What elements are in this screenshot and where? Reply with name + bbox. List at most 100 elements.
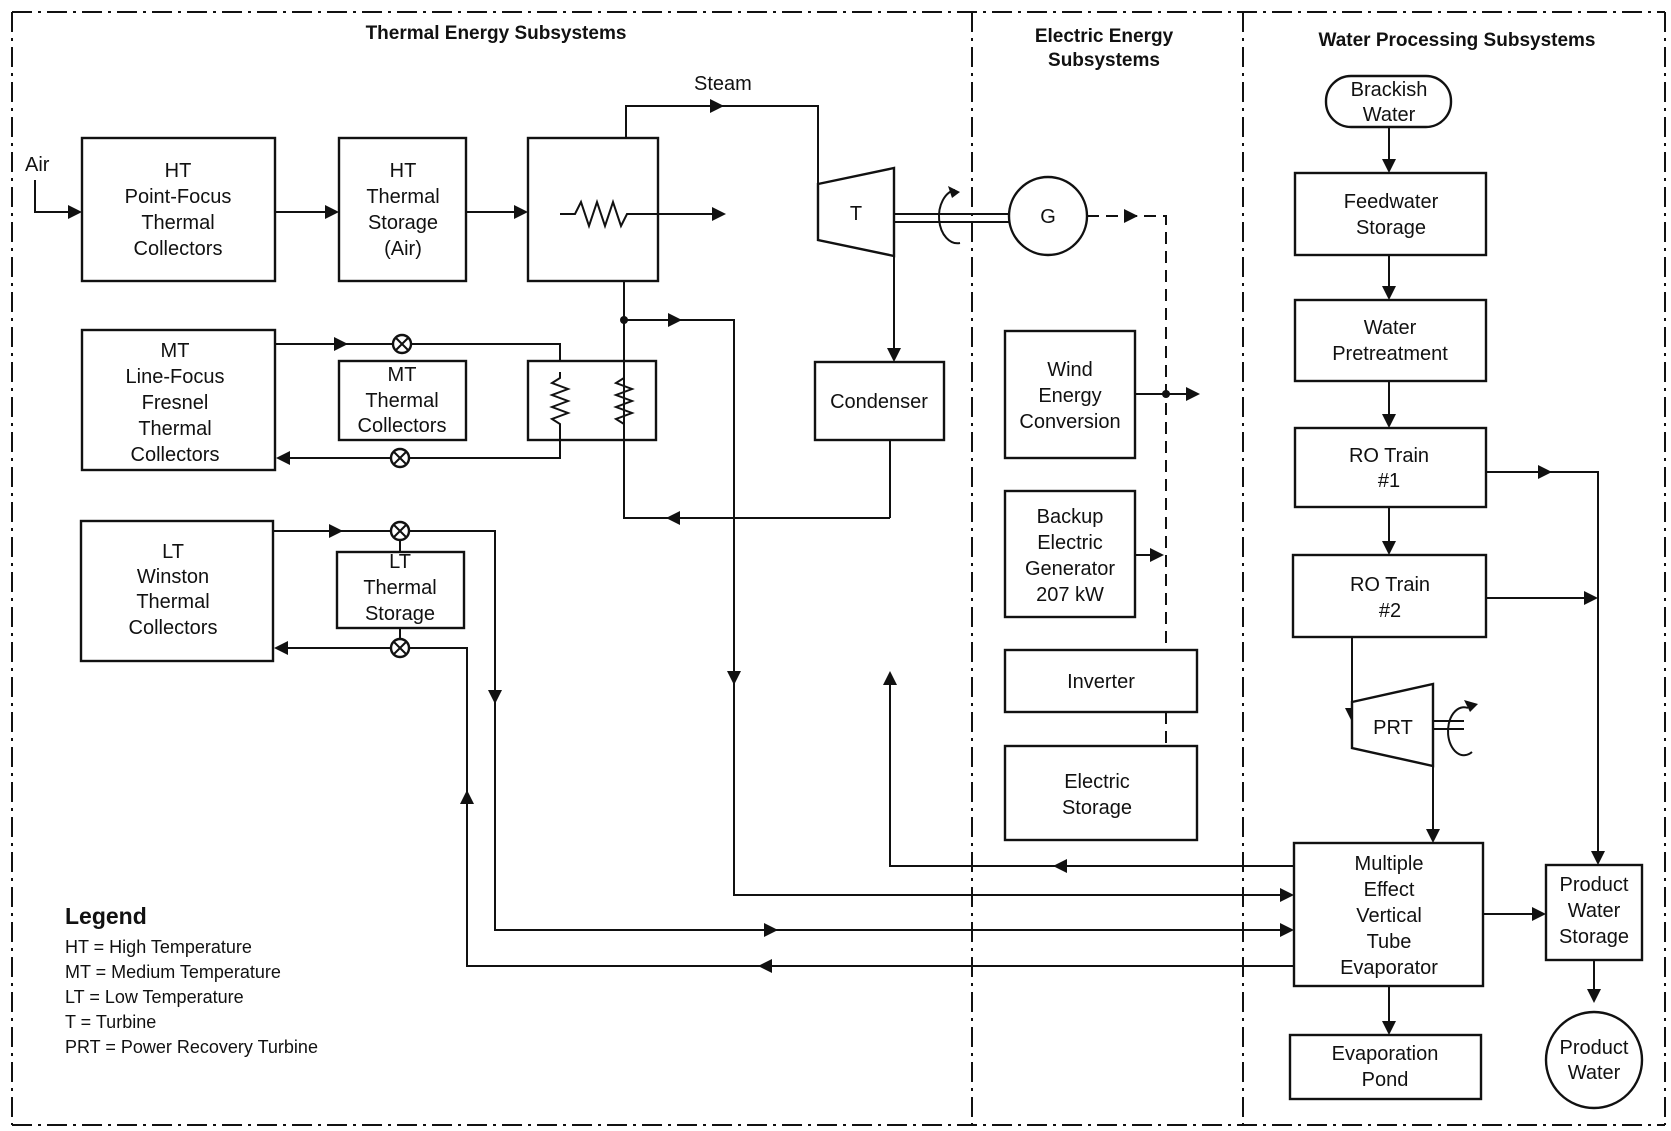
frame <box>11 11 1666 1126</box>
wind-line: Energy <box>1038 385 1101 407</box>
valve-icon <box>389 447 411 469</box>
backup-line: Electric <box>1037 532 1103 554</box>
ht-collectors-line: HT <box>165 160 192 182</box>
legend-item: MT = Medium Temperature <box>65 962 281 982</box>
section-title-electric-line2: Subsystems <box>1048 50 1160 71</box>
ht-collectors-box: HT Point-Focus Thermal Collectors <box>80 136 277 283</box>
evaporator-line: Vertical <box>1356 905 1422 927</box>
mt-fresnel-line: Fresnel <box>142 392 209 414</box>
boiler-heat-exchanger <box>526 136 726 283</box>
evaporator-line: Multiple <box>1355 853 1424 875</box>
lt-storage-line: Storage <box>365 603 435 625</box>
water-pretreatment-box: Water Pretreatment <box>1293 298 1488 383</box>
lt-winston-line: Winston <box>137 566 209 588</box>
feedwater-line: Feedwater <box>1344 191 1439 213</box>
mt-fresnel-line: Line-Focus <box>126 366 225 388</box>
wind-energy-conversion-box: Wind Energy Conversion <box>1003 329 1137 460</box>
ro2-line: RO Train <box>1350 574 1430 596</box>
pretreatment-line: Water <box>1364 317 1417 339</box>
ht-collectors-line: Thermal <box>141 212 214 234</box>
wind-line: Wind <box>1047 359 1093 381</box>
evaporator-line: Tube <box>1367 931 1412 953</box>
evap-pond-line: Pond <box>1362 1069 1409 1091</box>
lt-winston-line: Thermal <box>136 591 209 613</box>
prt-label: PRT <box>1373 717 1413 739</box>
lt-winston-collectors-box: LT Winston Thermal Collectors <box>79 519 275 663</box>
ht-storage-line: Storage <box>368 212 438 234</box>
mt-fresnel-collectors-box: MT Line-Focus Fresnel Thermal Collectors <box>80 328 277 472</box>
legend-item: LT = Low Temperature <box>65 987 244 1007</box>
backup-line: Backup <box>1037 506 1104 528</box>
wind-line: Conversion <box>1019 411 1120 433</box>
evap-pond-line: Evaporation <box>1332 1043 1439 1065</box>
condenser-box: Condenser <box>813 360 946 442</box>
inverter-label: Inverter <box>1067 671 1135 693</box>
lt-storage-line: Thermal <box>363 577 436 599</box>
ht-collectors-line: Point-Focus <box>125 186 232 208</box>
lt-winston-line: LT <box>162 541 184 563</box>
ht-storage-line: HT <box>390 160 417 182</box>
inverter-box: Inverter <box>1003 648 1199 714</box>
elec-storage-line: Storage <box>1062 797 1132 819</box>
pretreatment-line: Pretreatment <box>1332 343 1448 365</box>
ro2-line: #2 <box>1379 600 1401 622</box>
lt-storage-line: LT <box>389 551 411 573</box>
ro-train-2-box: RO Train #2 <box>1291 553 1488 639</box>
mt-collectors-line: Collectors <box>358 415 447 437</box>
evaporation-pond-box: Evaporation Pond <box>1288 1033 1483 1101</box>
legend-item: T = Turbine <box>65 1012 156 1032</box>
brackish-water-terminal: Brackish Water <box>1324 74 1453 129</box>
steam-label: Steam <box>694 73 752 95</box>
product-storage-line: Storage <box>1559 926 1629 948</box>
valve-icon <box>391 333 413 355</box>
product-water-line: Product <box>1560 1037 1629 1059</box>
ro1-line: #1 <box>1378 470 1400 492</box>
rotation-icon <box>1446 706 1473 757</box>
mt-heat-exchanger <box>526 359 658 442</box>
ht-storage-line: (Air) <box>384 238 422 260</box>
turbine-label: T <box>850 203 862 225</box>
legend-item: PRT = Power Recovery Turbine <box>65 1037 318 1057</box>
mt-fresnel-line: Thermal <box>138 418 211 440</box>
condenser-label: Condenser <box>830 391 928 413</box>
feedwater-line: Storage <box>1356 217 1426 239</box>
air-label: Air <box>25 154 50 176</box>
section-title-water: Water Processing Subsystems <box>1318 30 1595 51</box>
valve-icon <box>389 637 411 659</box>
backup-line: 207 kW <box>1036 584 1104 606</box>
mt-collectors-line: MT <box>388 364 417 386</box>
section-title-thermal: Thermal Energy Subsystems <box>366 23 627 44</box>
evaporator-line: Evaporator <box>1340 957 1438 979</box>
ht-collectors-line: Collectors <box>134 238 223 260</box>
product-storage-line: Product <box>1560 874 1629 896</box>
product-storage-line: Water <box>1568 900 1621 922</box>
generator-label: G <box>1040 206 1056 228</box>
product-water-terminal: Product Water <box>1544 1010 1644 1110</box>
product-water-storage-box: Product Water Storage <box>1544 863 1644 962</box>
legend: Legend HT = High Temperature MT = Medium… <box>65 903 318 1057</box>
ht-thermal-storage-box: HT Thermal Storage (Air) <box>337 136 468 283</box>
ro-train-1-box: RO Train #1 <box>1293 426 1488 509</box>
brackish-line: Brackish <box>1351 79 1428 101</box>
evaporator-line: Effect <box>1364 879 1415 901</box>
ro1-line: RO Train <box>1349 445 1429 467</box>
lt-thermal-storage-box: LT Thermal Storage <box>335 550 466 630</box>
mt-thermal-collectors-box: MT Thermal Collectors <box>337 359 468 442</box>
mt-fresnel-line: Collectors <box>131 444 220 466</box>
power-recovery-turbine: PRT <box>1350 682 1435 768</box>
backup-generator-box: Backup Electric Generator 207 kW <box>1003 489 1137 619</box>
feedwater-storage-box: Feedwater Storage <box>1293 171 1488 257</box>
evaporator-box: Multiple Effect Vertical Tube Evaporator <box>1292 841 1485 988</box>
mt-collectors-line: Thermal <box>365 390 438 412</box>
product-water-line: Water <box>1568 1062 1621 1084</box>
brackish-line: Water <box>1363 104 1416 126</box>
electric-storage-box: Electric Storage <box>1003 744 1199 842</box>
generator: G <box>1007 175 1089 257</box>
ht-storage-line: Thermal <box>366 186 439 208</box>
elec-storage-line: Electric <box>1064 771 1130 793</box>
legend-title: Legend <box>65 903 147 929</box>
valve-icon <box>389 520 411 542</box>
mt-fresnel-line: MT <box>161 340 190 362</box>
